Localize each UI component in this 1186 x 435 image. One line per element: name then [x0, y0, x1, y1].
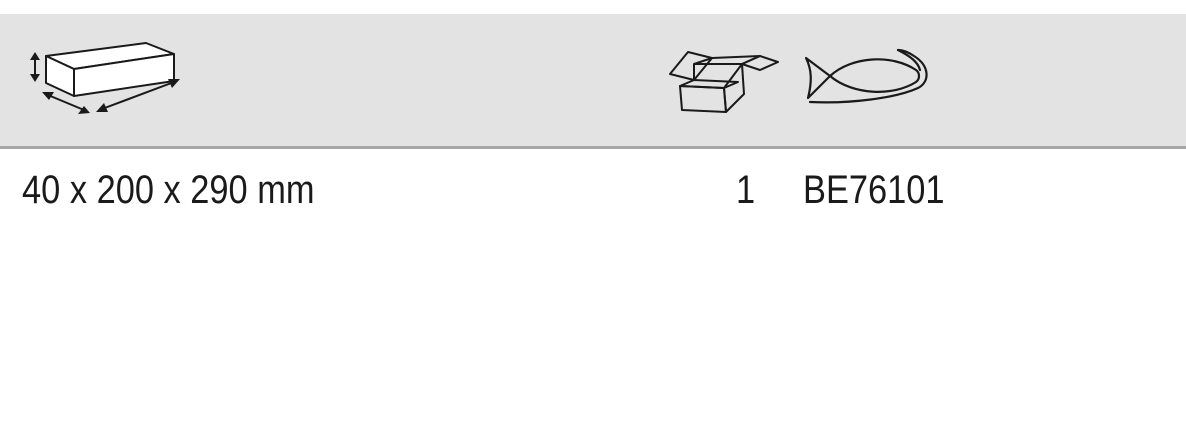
table-header [0, 14, 1186, 147]
quantity-value: 1 [736, 168, 756, 212]
header-divider [0, 146, 1186, 149]
dimensions-value: 40 x 200 x 290 mm [22, 168, 315, 212]
article-number-value: BE76101 [803, 168, 945, 212]
packaging-box-icon [664, 46, 782, 116]
fish-icon [800, 48, 934, 106]
dimensions-box-icon [26, 36, 186, 118]
